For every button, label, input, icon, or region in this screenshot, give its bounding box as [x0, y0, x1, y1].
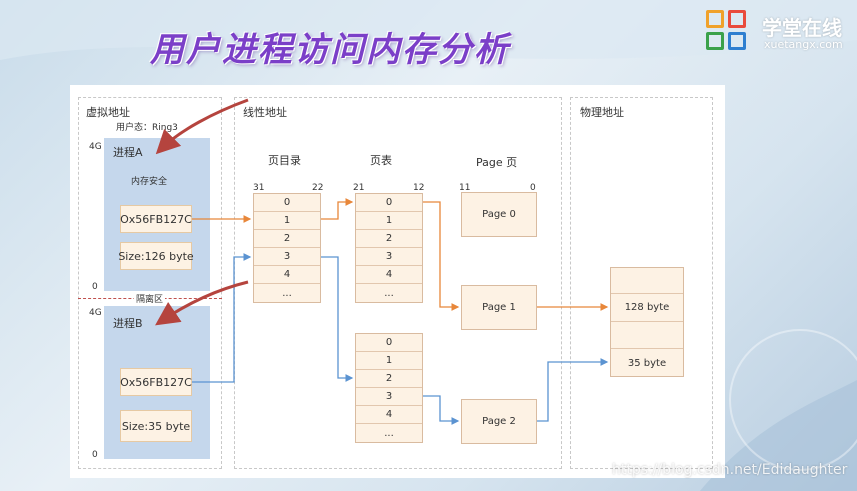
page-directory-table: 0 1 2 3 4 ... — [253, 193, 321, 303]
page-table-1: 0 1 2 3 4 ... — [355, 193, 423, 303]
page-table-cell: 3 — [356, 248, 422, 266]
page-directory-title: 页目录 — [268, 154, 301, 167]
page-table-title: 页表 — [370, 154, 392, 167]
physical-slot-128: 128 byte — [611, 294, 683, 322]
physical-heading: 物理地址 — [580, 106, 624, 119]
linear-heading: 线性地址 — [243, 106, 287, 119]
physical-section — [570, 97, 713, 469]
brand-name: 学堂在线 — [762, 16, 842, 40]
process-b-bottom-addr: 0 — [92, 450, 98, 460]
process-a-size: Size:126 byte — [118, 242, 194, 270]
page-table-cell: 2 — [356, 230, 422, 248]
brand-grid-icon — [706, 10, 752, 56]
page-directory-cell: 2 — [254, 230, 320, 248]
virtual-heading: 虚拟地址 — [86, 106, 130, 119]
ring-label: 用户态：Ring3 — [116, 123, 178, 133]
page-table-cell: ... — [356, 424, 422, 442]
page-1-box: Page 1 — [461, 285, 537, 330]
pages-bit-high: 11 — [459, 183, 471, 193]
page-table-2: 0 1 2 3 4 ... — [355, 333, 423, 443]
process-b-top-addr: 4G — [89, 308, 102, 318]
process-a-bottom-addr: 0 — [92, 282, 98, 292]
page-table-bit-high: 21 — [353, 183, 365, 193]
slide-title: 用户进程访问内存分析 — [150, 30, 510, 70]
page-directory-cell: ... — [254, 284, 320, 302]
page-table-cell: ... — [356, 284, 422, 302]
page-directory-bit-low: 22 — [312, 183, 324, 193]
brand-url: xuetangx.com — [764, 38, 843, 51]
page-directory-cell: 4 — [254, 266, 320, 284]
page-table-cell: 3 — [356, 388, 422, 406]
process-a-note: 内存安全 — [131, 177, 168, 187]
brand-logo: 学堂在线 xuetangx.com — [706, 10, 856, 60]
page-directory-cell: 0 — [254, 194, 320, 212]
page-table-cell: 4 — [356, 406, 422, 424]
physical-slot-empty — [611, 322, 683, 349]
process-a-name: 进程A — [113, 146, 143, 159]
physical-slot-empty — [611, 268, 683, 294]
process-b-size: Size:35 byte — [120, 410, 192, 442]
page-directory-cell: 3 — [254, 248, 320, 266]
page-table-bit-low: 12 — [413, 183, 425, 193]
page-table-cell: 1 — [356, 212, 422, 230]
page-directory-bit-high: 31 — [253, 183, 265, 193]
page-table-cell: 0 — [356, 194, 422, 212]
page-table-cell: 1 — [356, 352, 422, 370]
process-b-address: Ox56FB127C — [120, 368, 192, 396]
pages-bit-low: 0 — [530, 183, 536, 193]
process-a-top-addr: 4G — [89, 142, 102, 152]
watermark: https://blog.csdn.net/Edidaughter — [612, 462, 848, 478]
page-0-box: Page 0 — [461, 192, 537, 237]
physical-slot-35: 35 byte — [627, 357, 667, 369]
page-table-cell: 0 — [356, 334, 422, 352]
page-2-box: Page 2 — [461, 399, 537, 444]
isolation-label: 隔离区 — [134, 292, 166, 305]
pages-title: Page 页 — [476, 156, 518, 169]
page-directory-cell: 1 — [254, 212, 320, 230]
process-a-address: Ox56FB127C — [120, 205, 192, 233]
page-table-cell: 2 — [356, 370, 422, 388]
page-table-cell: 4 — [356, 266, 422, 284]
process-b-name: 进程B — [113, 317, 143, 330]
physical-memory-block: 128 byte 35 byte — [610, 267, 684, 377]
